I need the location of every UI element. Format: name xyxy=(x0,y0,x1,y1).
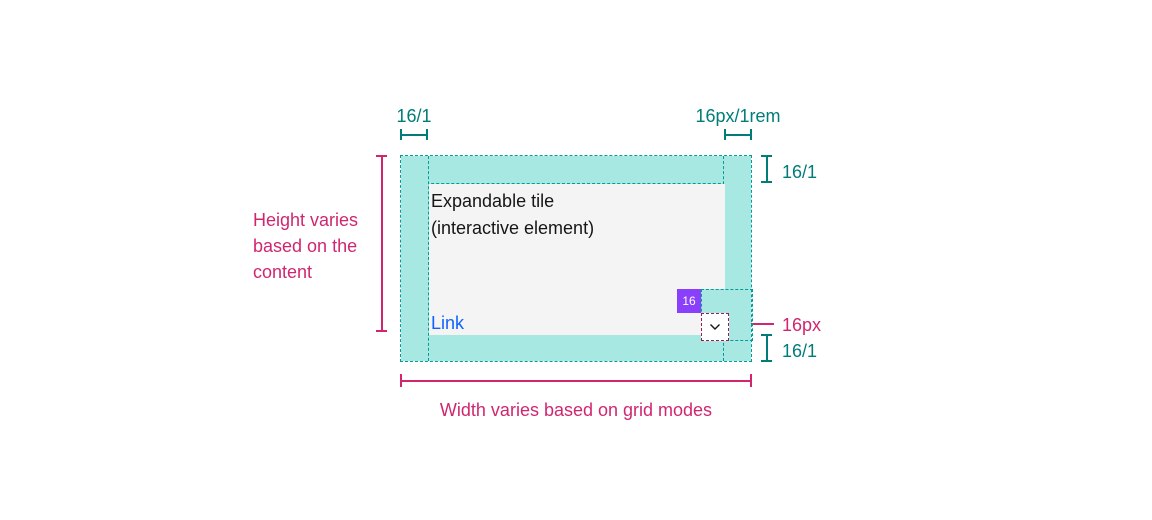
chevron-spacing-highlight xyxy=(701,289,725,313)
top-right-spacing-label: 16px/1rem xyxy=(695,106,781,126)
top-left-spacing-bracket xyxy=(400,129,428,140)
chevron-size-label: 16px xyxy=(782,315,822,335)
tile-link[interactable]: Link xyxy=(431,313,465,333)
width-note-label: Width varies based on grid modes xyxy=(439,400,713,420)
right-top-spacing-bracket xyxy=(761,155,772,183)
chevron-button[interactable] xyxy=(701,313,729,341)
width-bracket xyxy=(400,374,752,387)
tile-title: Expandable tile (interactive element) xyxy=(431,191,595,238)
chevron-down-icon xyxy=(710,324,720,330)
height-note-label: Height varies based on the content xyxy=(253,210,359,282)
right-top-spacing-label: 16/1 xyxy=(782,162,818,182)
top-right-spacing-bracket xyxy=(724,129,752,140)
spacing-token-badge: 16 xyxy=(677,289,701,313)
padding-highlight-top xyxy=(401,156,751,184)
right-bottom-spacing-bracket xyxy=(761,334,772,362)
padding-highlight-left xyxy=(401,156,429,361)
expandable-tile[interactable]: Expandable tile (interactive element) Li… xyxy=(400,155,753,362)
top-left-spacing-label: 16/1 xyxy=(396,106,432,126)
tile-content: Expandable tile (interactive element) Li… xyxy=(429,184,725,335)
right-bottom-spacing-label: 16/1 xyxy=(782,341,818,361)
height-bracket xyxy=(376,155,387,332)
padding-highlight-bottom xyxy=(401,333,751,361)
